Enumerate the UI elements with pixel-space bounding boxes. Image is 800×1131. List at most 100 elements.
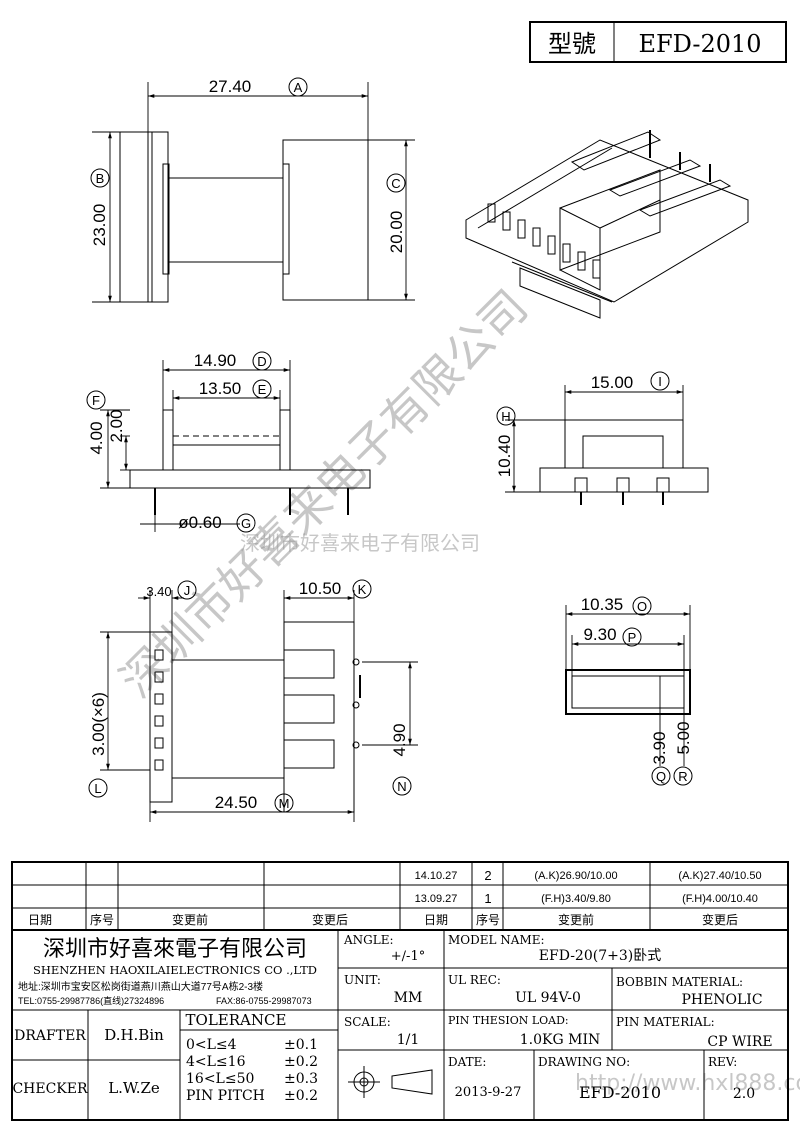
company-fax: FAX:86-0755-29987073 xyxy=(216,996,312,1006)
date-label: DATE: xyxy=(448,1055,486,1069)
dim-d-letter: D xyxy=(257,354,266,369)
dim-m-value: 24.50 xyxy=(215,793,258,812)
dim-e-value: 13.50 xyxy=(199,379,242,398)
dim-j-letter: J xyxy=(184,583,191,598)
rev-value: 2.0 xyxy=(733,1086,755,1102)
company-name-cn: 深圳市好喜來電子有限公司 xyxy=(43,937,307,962)
dim-f2-value: 2.00 xyxy=(107,409,126,442)
view-end: 15.00 I 10.40 H xyxy=(495,371,709,505)
dim-l-letter: L xyxy=(94,781,101,796)
pin-material-value: CP WIRE xyxy=(707,1034,772,1050)
revision-table: 14.10.27 2 (A.K)26.90/10.00 (A.K)27.40/1… xyxy=(11,861,789,931)
watermark-diagonal: 深圳市好喜来电子有限公司 xyxy=(110,279,539,708)
view-section: 10.35 O 9.30 P 3.90 5.00 Q R xyxy=(565,595,693,786)
drafter-label: DRAFTER xyxy=(14,1028,86,1044)
dim-h-value: 10.40 xyxy=(495,435,514,478)
rev2-before: (A.K)26.90/10.00 xyxy=(534,870,617,882)
hdr-after-right: 变更后 xyxy=(702,912,738,927)
unit-value: MM xyxy=(394,990,423,1006)
tol-value-2: ±0.2 xyxy=(284,1054,318,1070)
ul-rec-label: UL REC: xyxy=(448,973,501,987)
hdr-before-right: 变更前 xyxy=(558,912,594,927)
tol-range-1: 0<L≤4 xyxy=(186,1037,237,1053)
view-side: 14.90 D 13.50 E 4.00 F 2.00 ø0.60 G xyxy=(86,351,371,533)
dim-q-letter: Q xyxy=(656,769,666,784)
dim-j-value: 3.40 xyxy=(146,584,171,599)
drafter-value: D.H.Bin xyxy=(104,1026,164,1044)
drawing-no-label: DRAWING NO: xyxy=(538,1055,630,1069)
dim-f-value: 4.00 xyxy=(87,421,106,454)
model-value: EFD-2010 xyxy=(638,30,761,58)
hdr-after-left: 变更后 xyxy=(312,912,348,927)
dim-n-value: 4.90 xyxy=(390,723,409,756)
model-title-box: 型號 EFD-2010 xyxy=(529,21,787,63)
bobbin-material-label: BOBBIN MATERIAL: xyxy=(616,975,743,989)
bobbin-material-value: PHENOLIC xyxy=(681,992,762,1008)
model-name-label: MODEL NAME: xyxy=(448,933,545,947)
dim-b-value: 23.00 xyxy=(90,204,109,247)
tolerance-title: TOLERANCE xyxy=(186,1011,287,1029)
dim-g-value: ø0.60 xyxy=(178,513,221,532)
date-value: 2013-9-27 xyxy=(455,1085,522,1100)
hdr-date-right: 日期 xyxy=(424,913,448,927)
dim-k-value: 10.50 xyxy=(299,579,342,598)
tol-range-3: 16<L≤50 xyxy=(186,1071,254,1087)
dim-r-letter: R xyxy=(678,769,687,784)
dim-i-letter: I xyxy=(658,374,662,389)
drawing-no-value: EFD-2010 xyxy=(579,1083,661,1102)
pin-tension-value: 1.0KG MIN xyxy=(520,1032,600,1048)
watermark-horizontal: 深圳市好喜来电子有限公司 xyxy=(240,531,480,555)
unit-label: UNIT: xyxy=(344,973,381,987)
rev-label: REV: xyxy=(708,1055,737,1069)
dim-g-letter: G xyxy=(241,516,251,531)
rev1-before: (F.H)3.40/9.80 xyxy=(541,893,611,905)
dim-o-value: 10.35 xyxy=(581,595,624,614)
rev1-no: 1 xyxy=(484,891,491,906)
dim-e-letter: E xyxy=(258,382,267,397)
dim-c-value: 20.00 xyxy=(387,211,406,254)
dim-f-letter: F xyxy=(92,393,100,408)
dim-q-value: 3.90 xyxy=(650,731,669,764)
rev2-after: (A.K)27.40/10.50 xyxy=(678,870,761,882)
model-label: 型號 xyxy=(548,30,596,58)
view-bottom: 3.40 J 10.50 K 3.00(×6) L 24.50 M 4.90 N xyxy=(88,579,418,822)
angle-label: ANGLE: xyxy=(343,933,394,947)
rev2-no: 2 xyxy=(484,868,491,883)
dim-d-value: 14.90 xyxy=(194,351,237,370)
hdr-no-right: 序号 xyxy=(476,912,500,927)
dim-o-letter: O xyxy=(637,599,647,614)
dim-b-letter: B xyxy=(96,171,105,186)
view-isometric xyxy=(465,130,749,319)
tol-range-2: 4<L≤16 xyxy=(186,1054,246,1070)
company-name-en: SHENZHEN HAOXILAIELECTRONICS CO .,LTD xyxy=(33,963,317,977)
tol-value-3: ±0.3 xyxy=(284,1071,318,1087)
title-block: 深圳市好喜來電子有限公司 SHENZHEN HAOXILAIELECTRONIC… xyxy=(11,929,789,1121)
rev2-date: 14.10.27 xyxy=(415,870,458,882)
pin-material-label: PIN MATERIAL: xyxy=(616,1015,715,1029)
hdr-no-left: 序号 xyxy=(90,912,114,927)
dim-m-letter: M xyxy=(279,796,290,811)
dim-p-value: 9.30 xyxy=(583,625,616,644)
company-tel: TEL:0755-29987786(直线)27324896 xyxy=(18,995,164,1006)
hdr-before-left: 变更前 xyxy=(172,912,208,927)
scale-label: SCALE: xyxy=(344,1015,391,1029)
dim-i-value: 15.00 xyxy=(591,373,634,392)
rev1-after: (F.H)4.00/10.40 xyxy=(682,893,758,905)
dim-k-letter: K xyxy=(358,582,367,597)
dim-a-letter: A xyxy=(294,80,303,95)
dim-h-letter: H xyxy=(501,409,510,424)
tol-range-4: PIN PITCH xyxy=(186,1088,265,1104)
view-front: 27.40 A 23.00 B 20.00 C xyxy=(90,77,415,303)
dim-r-value: 5.00 xyxy=(674,721,693,754)
model-name-value: EFD-20(7+3)卧式 xyxy=(539,948,661,964)
tol-value-4: ±0.2 xyxy=(284,1088,318,1104)
dim-a-value: 27.40 xyxy=(209,77,252,96)
pin-tension-label: PIN THESION LOAD: xyxy=(448,1014,569,1027)
dim-n-letter: N xyxy=(397,779,406,794)
checker-label: CHECKER xyxy=(12,1081,88,1097)
dim-p-letter: P xyxy=(628,630,637,645)
scale-value: 1/1 xyxy=(397,1032,420,1048)
angle-value: +/-1° xyxy=(391,949,425,964)
hdr-date-left: 日期 xyxy=(28,913,52,927)
company-address: 地址:深圳市宝安区松岗街道燕川燕山大道77号A栋2-3楼 xyxy=(18,980,263,993)
